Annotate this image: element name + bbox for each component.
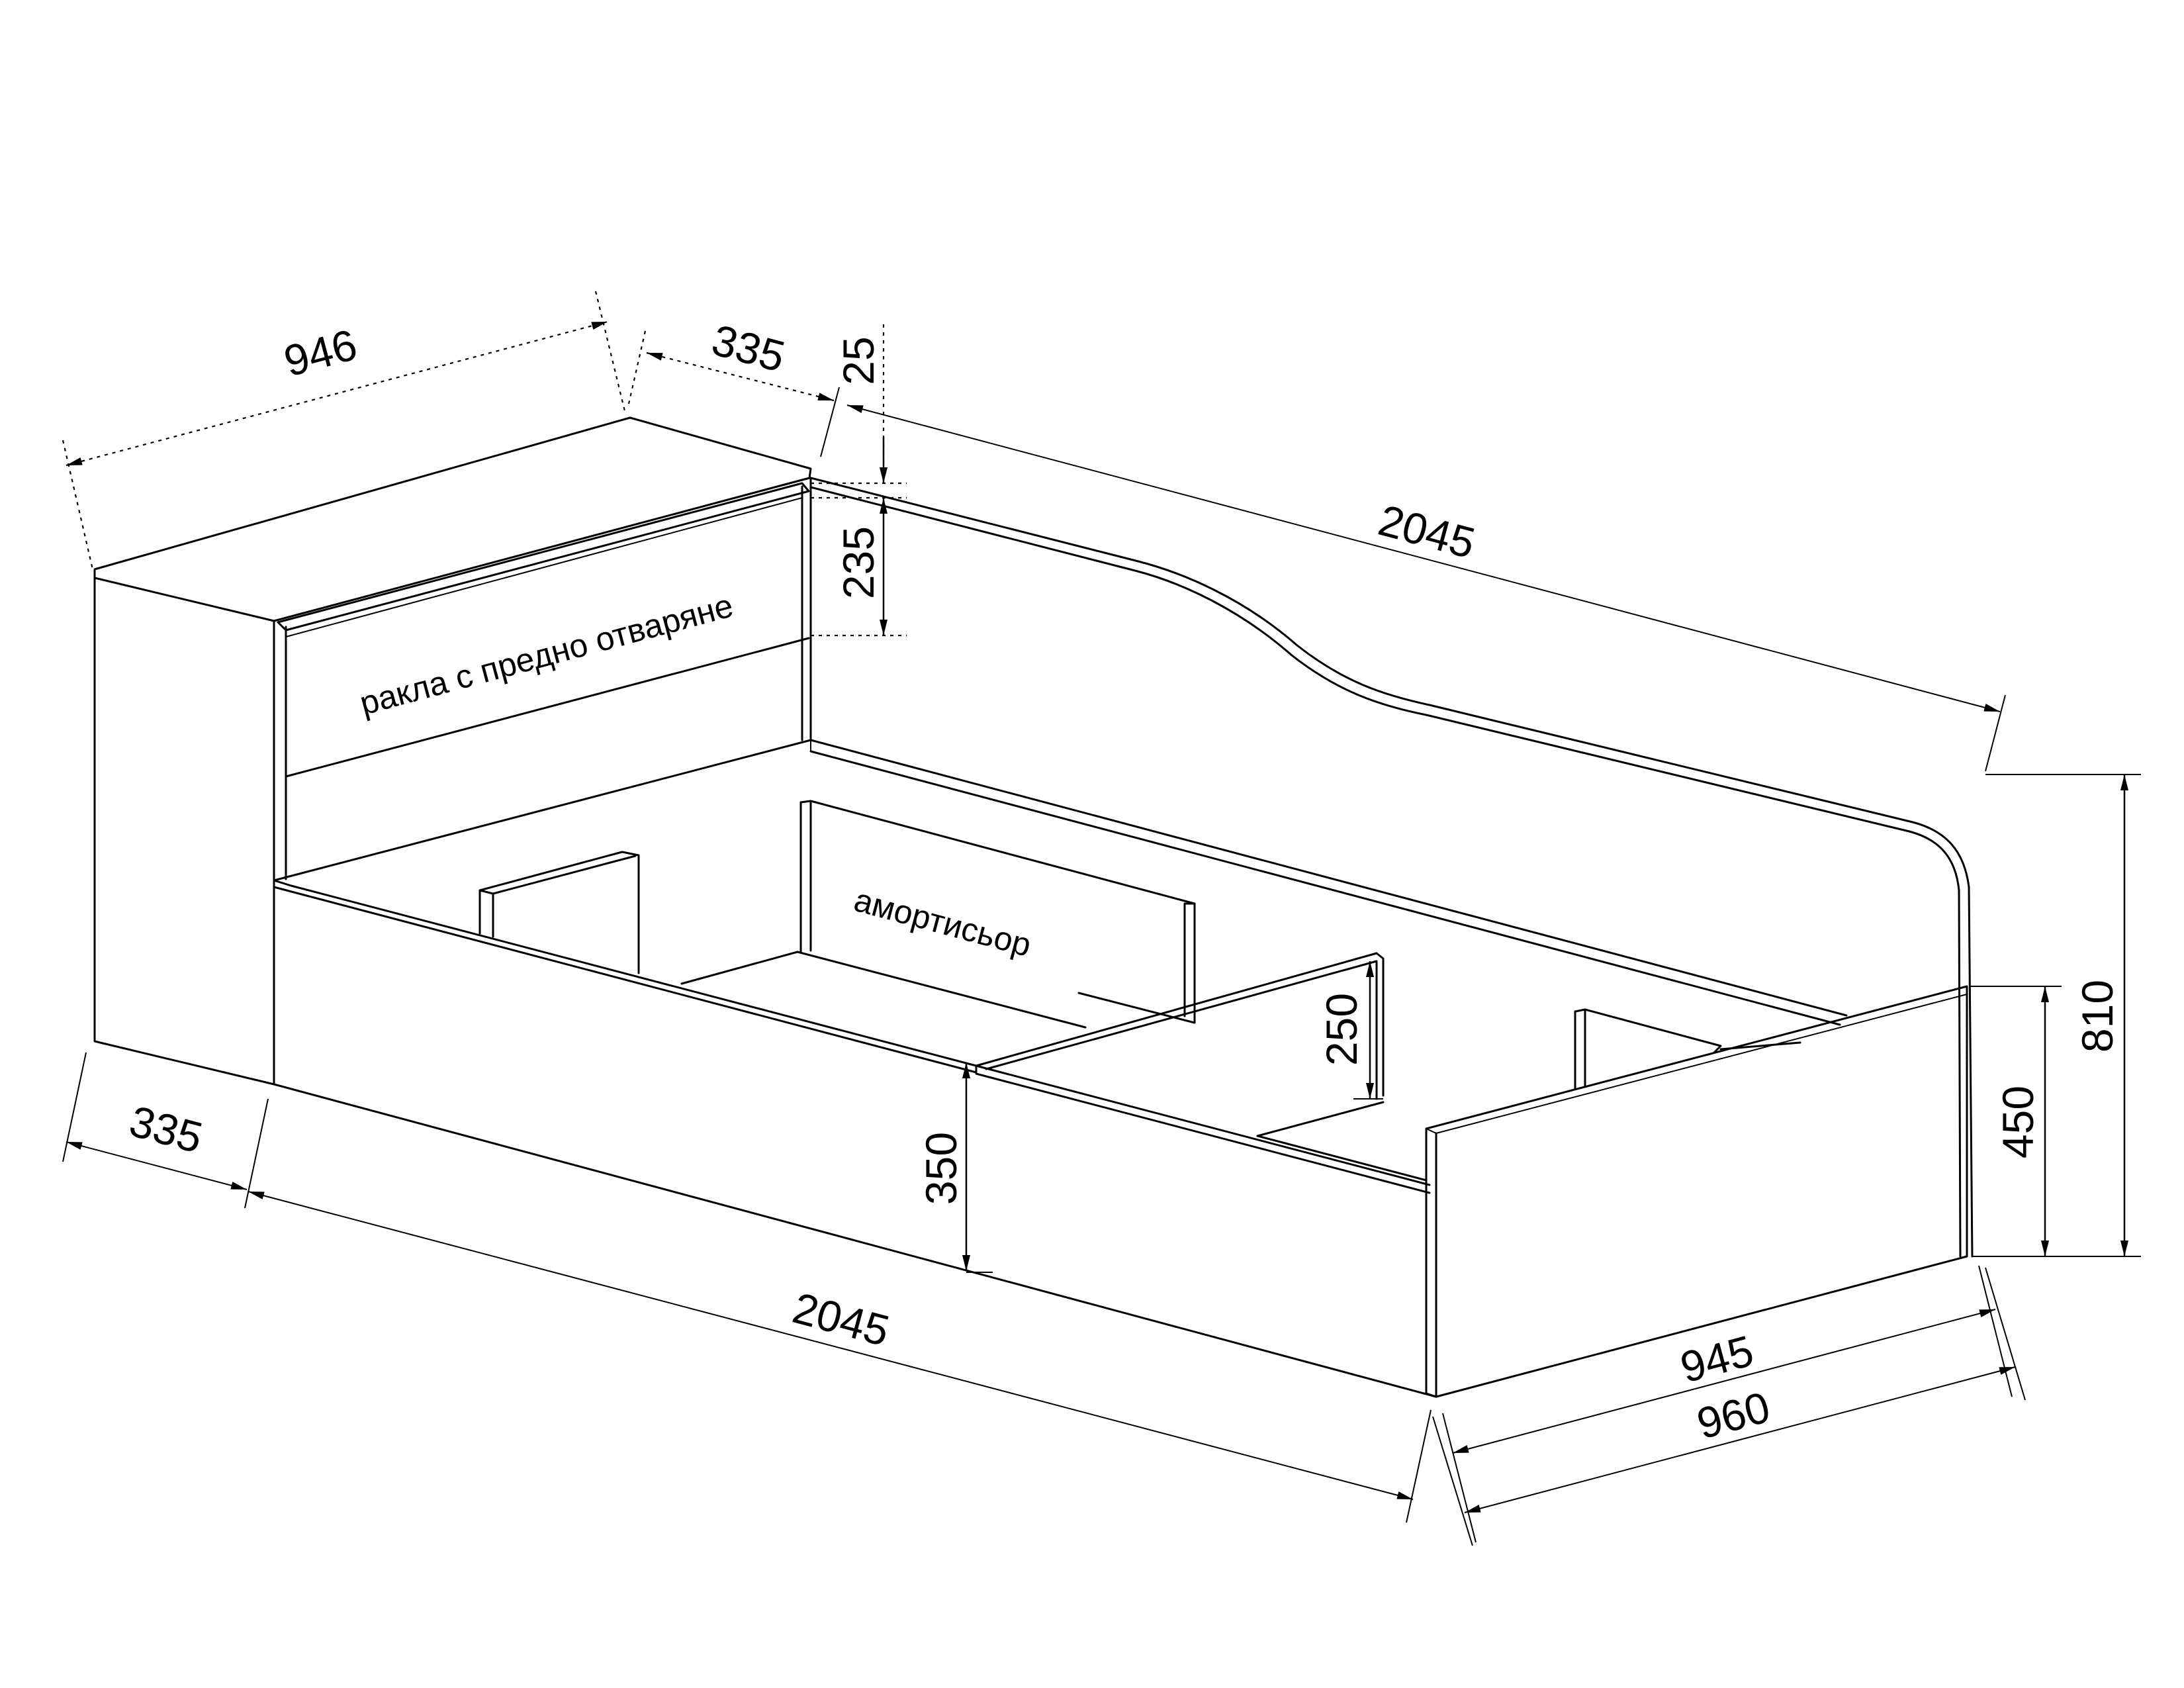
dim-2045-back-label: 2045: [1373, 495, 1480, 567]
back-panel-top-inner: [809, 486, 1962, 1258]
foot-end-panel: [1425, 985, 1968, 1398]
shock-absorber-small-left: [478, 851, 640, 974]
bed-body: [93, 416, 1974, 1398]
shock-absorber-small-right: [1574, 1008, 1722, 1090]
dim-335-top-label: 335: [707, 315, 790, 381]
dim-250-label: 250: [1317, 993, 1366, 1066]
back-panel-top: [809, 477, 1974, 1258]
dim-235-label: 235: [834, 526, 883, 599]
dim-946-line: [66, 320, 608, 467]
dim-335-top-line: [646, 352, 835, 402]
cross-divider: [975, 952, 1385, 1100]
shock-absorber-label: амортисьор: [850, 881, 1035, 964]
cabinet-left-panel: [93, 577, 275, 1086]
dim-960-label: 960: [1692, 1382, 1775, 1448]
dim-945-label: 945: [1675, 1326, 1758, 1392]
dim-335-bottom-label: 335: [124, 1096, 208, 1162]
shock-absorber-main: [799, 800, 1196, 1024]
dim-350-label: 350: [917, 1132, 966, 1205]
drawer-top-rail: [277, 482, 810, 632]
dim-810-label: 810: [2073, 980, 2122, 1053]
drawer-bottom-edge: [285, 637, 810, 778]
dim-450-label: 450: [1993, 1086, 2042, 1158]
dim-960-line: [1464, 1366, 2016, 1513]
dim-2045-bottom-line: [248, 1191, 1414, 1500]
drawer-label: ракла с предно отваряне: [356, 586, 737, 722]
dim-2045-back-line: [846, 404, 2001, 712]
dimension-lines: 946 335 25 235 2045 810 450 250: [62, 291, 2141, 1546]
dim-2045-bottom-label: 2045: [788, 1283, 894, 1355]
dim-946-label: 946: [279, 320, 362, 386]
dim-25-label: 25: [834, 336, 883, 385]
dim-335-bottom-line: [66, 1141, 248, 1190]
cabinet-front: [273, 620, 287, 882]
